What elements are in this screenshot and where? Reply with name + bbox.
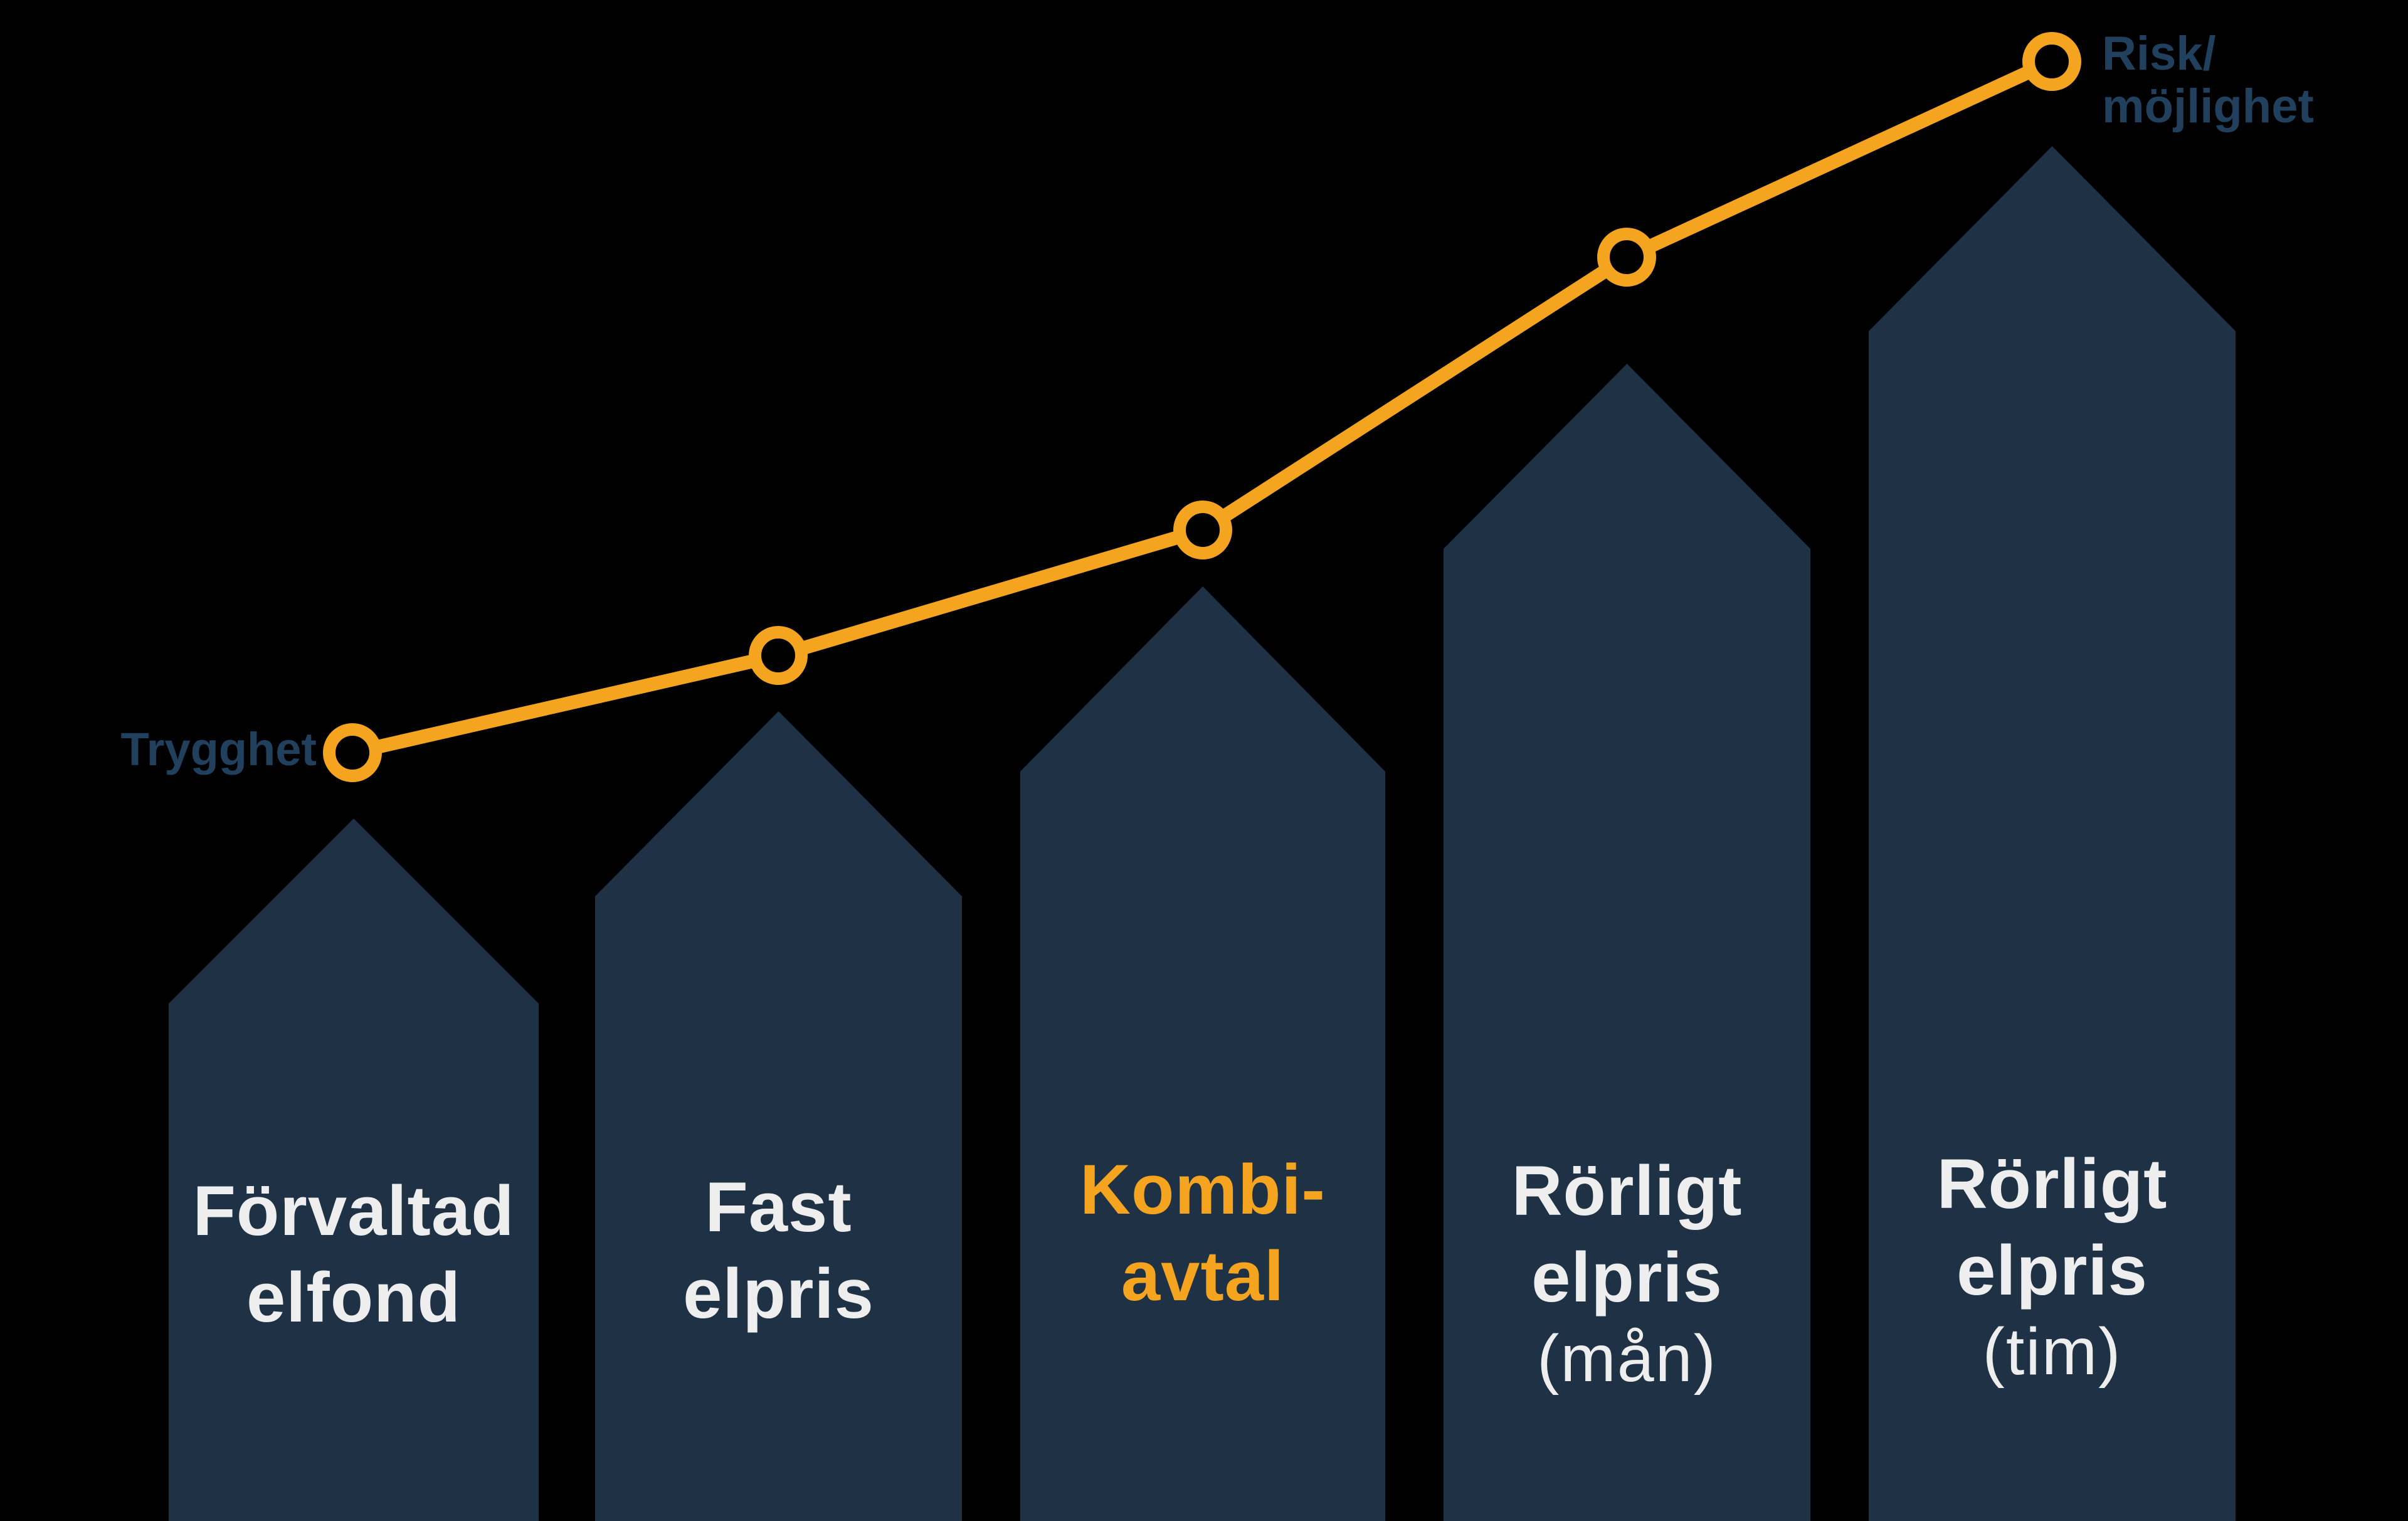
bar-shape-3 <box>1020 586 1385 1521</box>
bar-label-2-line-2: elpris <box>683 1254 874 1333</box>
bar-label-1: Förvaltad elfond <box>169 1168 539 1341</box>
bar-label-4-line-1: Rörligt <box>1511 1152 1743 1230</box>
bar-label-4-line-2: elpris <box>1531 1238 1723 1317</box>
bar-label-1-line-1: Förvaltad <box>193 1172 515 1250</box>
bar-label-1-line-2: elfond <box>246 1258 461 1337</box>
bar-label-4-sub: (mån) <box>1537 1322 1717 1396</box>
marker-point-1 <box>323 723 382 782</box>
risk-axis-label-line2: möjlighet <box>2102 80 2314 133</box>
trygghet-axis-label-text: Trygghet <box>120 723 317 775</box>
bar-label-5-line-2: elpris <box>1956 1231 2148 1310</box>
bar-label-5-line-1: Rörligt <box>1936 1145 2168 1223</box>
marker-point-3 <box>1173 501 1232 559</box>
risk-axis-label-line1: Risk/ <box>2102 27 2216 80</box>
trygghet-axis-label: Trygghet <box>0 724 317 775</box>
bar-shape-5 <box>1869 146 2236 1521</box>
bar-label-4: Rörligt elpris(mån) <box>1444 1148 1810 1396</box>
marker-point-2 <box>749 626 808 685</box>
bar-shape-1 <box>169 819 539 1521</box>
bar-label-2-line-1: Fast <box>705 1168 852 1246</box>
bar-label-2: Fast elpris <box>595 1164 962 1337</box>
bar-label-3-line-1: Kombi- <box>1080 1150 1326 1229</box>
bar-label-5: Rörligt elpris(tim) <box>1869 1141 2236 1389</box>
marker-point-4 <box>1597 228 1656 287</box>
bar-shape-4 <box>1444 364 1810 1521</box>
bar-label-5-sub: (tim) <box>1982 1315 2122 1389</box>
bar-label-3: Kombi-avtal <box>1020 1147 1385 1320</box>
bar-label-3-line-2: avtal <box>1121 1237 1285 1315</box>
risk-axis-label: Risk/ möjlighet <box>2102 28 2314 133</box>
bar-shape-2 <box>595 711 962 1521</box>
marker-point-5 <box>2022 32 2081 91</box>
